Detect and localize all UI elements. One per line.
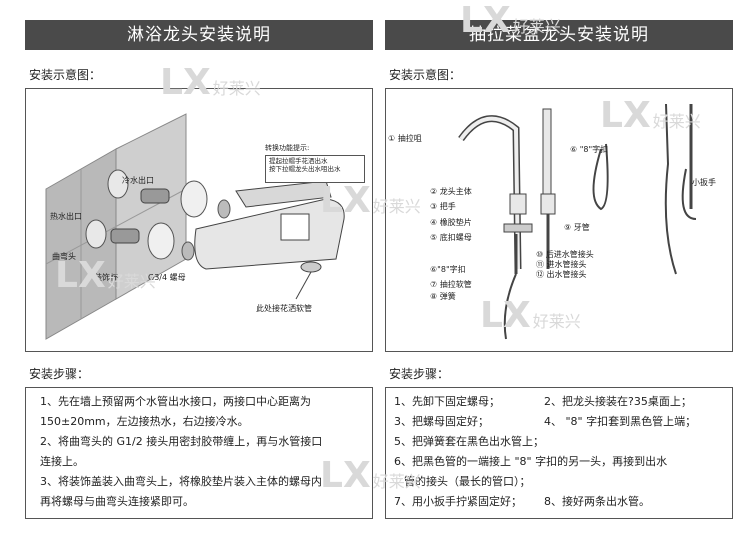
label-buckle-small: ⑥ "8"字扣: [570, 145, 609, 154]
label-outlet: ⑫ 出水管接头: [536, 270, 587, 279]
label-pull-hose: ⑦ 抽拉软管: [430, 280, 472, 289]
label-cold-outlet: 冷水出口: [122, 176, 154, 185]
label-8-buckle: ⑥"8"字扣: [430, 265, 466, 274]
kitchen-step-row: 3、把螺母固定好；4、 "8" 字扣套到黑色管上端；: [394, 415, 697, 428]
label-elbow: 曲弯头: [52, 252, 76, 261]
label-inlet: ⑪ 进水管接头: [536, 260, 587, 269]
label-rear-inlet: ⑩ 后进水管接头: [536, 250, 594, 259]
label-thread-pipe: ⑨ 牙管: [564, 223, 590, 232]
tip-line-1: 提起拉帽手花洒出水: [269, 157, 328, 165]
kitchen-step-row: 5、把弹簧套在黑色出水管上；: [394, 435, 544, 448]
shower-step-line: 3、将装饰盖装入曲弯头上，将橡胶垫片装入主体的螺母内，: [40, 475, 333, 488]
label-hose: 此处接花洒软管: [256, 304, 312, 313]
label-bottom-nut: ⑤ 底扣螺母: [430, 233, 472, 242]
kitchen-diagram-heading: 安装示意图：: [389, 68, 462, 82]
kitchen-diagram: ① 抽拉咀 ② 龙头主体 ③ 把手 ④ 橡胶垫片 ⑤ 底扣螺母 ⑥"8"字扣 ⑦…: [385, 88, 733, 352]
shower-steps: 1、先在墙上预留两个水管出水接口，两接口中心距离为 150±20mm，左边接热水…: [25, 387, 373, 519]
shower-step-line: 1、先在墙上预留两个水管出水接口，两接口中心距离为: [40, 395, 311, 408]
kitchen-step-row: 7、用小扳手拧紧固定好；8、接好两条出水管。: [394, 495, 650, 508]
kitchen-title: 抽拉菜盆龙头安装说明: [385, 20, 733, 50]
shower-step-line: 150±20mm，左边接热水，右边接冷水。: [40, 415, 249, 428]
shower-illustration: [45, 113, 345, 340]
label-cover: 装饰杯: [94, 273, 118, 282]
shower-diagram-heading: 安装示意图：: [29, 68, 102, 82]
label-spring: ⑧ 弹簧: [430, 292, 456, 301]
shower-step-line: 2、将曲弯头的 G1/2 接头用密封胶带缠上，再与水管接口: [40, 435, 323, 448]
kitchen-step-row: 管的接头（最长的管口）；: [404, 475, 531, 488]
shower-faucet-panel: 淋浴龙头安装说明 安装示意图： 转换功能提示:: [17, 0, 373, 537]
label-body: ② 龙头主体: [430, 187, 472, 196]
label-wrench: 小扳手: [692, 178, 716, 187]
label-rubber-gasket: ④ 橡胶垫片: [430, 218, 472, 227]
tip-box: 提起拉帽手花洒出水 按下拉帽龙头出水咀出水: [265, 155, 365, 183]
kitchen-step-row: 6、把黑色管的一端接上 "8" 字扣的另一头，再接到出水: [394, 455, 668, 468]
label-pull-nozzle: ① 抽拉咀: [388, 134, 422, 143]
shower-diagram: 转换功能提示: 提起拉帽手花洒出水 按下拉帽龙头出水咀出水 冷水出口 热水出口 …: [25, 88, 373, 352]
label-hot-outlet: 热水出口: [50, 212, 82, 221]
label-handle: ③ 把手: [430, 202, 456, 211]
tip-line-2: 按下拉帽龙头出水咀出水: [269, 165, 341, 173]
kitchen-faucet-panel: 抽拉菜盆龙头安装说明 安装示意图： ① 抽拉咀 ② 龙头主体 ③ 把手 ④ 橡胶…: [377, 0, 733, 537]
tip-title: 转换功能提示:: [265, 143, 310, 153]
kitchen-steps: 1、先卸下固定螺母；2、把龙头接装在?35桌面上； 3、把螺母固定好；4、 "8…: [385, 387, 733, 519]
kitchen-illustration: [458, 103, 697, 340]
shower-step-line: 再将螺母与曲弯头连接紧即可。: [40, 495, 194, 508]
shower-step-line: 连接上。: [40, 455, 84, 468]
label-nut: G3/4 螺母: [148, 273, 186, 282]
kitchen-steps-heading: 安装步骤：: [389, 367, 450, 381]
shower-title: 淋浴龙头安装说明: [25, 20, 373, 50]
shower-steps-heading: 安装步骤：: [29, 367, 90, 381]
kitchen-step-row: 1、先卸下固定螺母；2、把龙头接装在?35桌面上；: [394, 395, 692, 408]
